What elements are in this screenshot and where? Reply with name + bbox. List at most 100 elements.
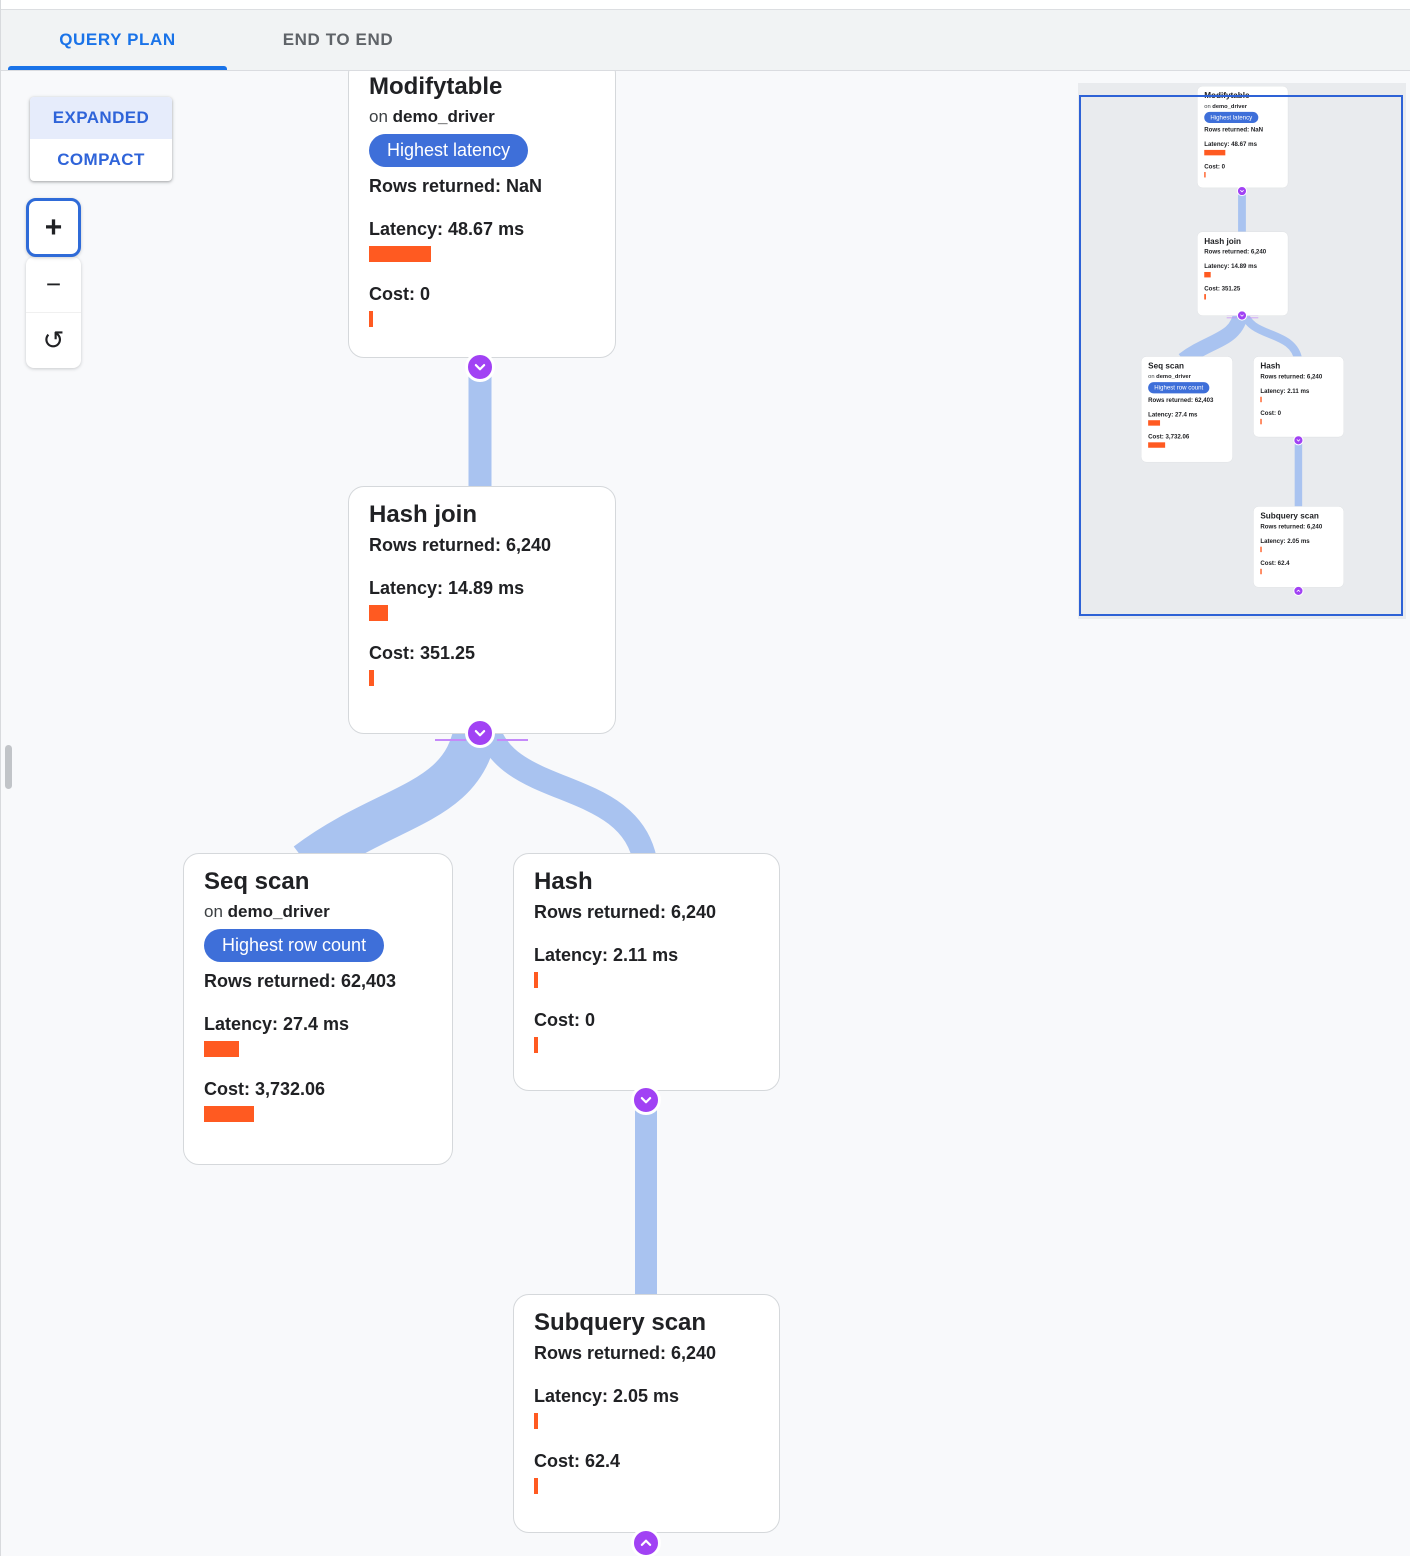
rows-returned: Rows returned: NaN — [369, 176, 543, 196]
node-title: Modifytable — [369, 73, 503, 100]
collapse-hash-button[interactable] — [1293, 435, 1304, 446]
cost-bar — [1260, 568, 1262, 575]
latency-bar — [1260, 396, 1262, 403]
plan-node-seq-scan[interactable]: Seq scan on demo_driver Highest row coun… — [183, 853, 453, 1165]
highest-row-count-badge: Highest row count — [1148, 382, 1210, 394]
cost-value: Cost: 0 — [369, 284, 431, 304]
cost-value: Cost: 351.25 — [369, 643, 476, 663]
left-border — [0, 0, 1, 1556]
latency-bar — [1204, 149, 1226, 156]
rows-returned: Rows returned: 6,240 — [369, 535, 552, 555]
tab-bar: QUERY PLAN END TO END — [0, 10, 1410, 71]
expand-subquery-scan-button[interactable] — [1293, 585, 1304, 596]
tab-query-plan[interactable]: QUERY PLAN — [59, 30, 176, 49]
node-table-line: on demo_driver — [1204, 103, 1281, 110]
cost-bar — [1260, 418, 1262, 425]
minimap[interactable]: Modifytable on demo_driver Highest laten… — [1078, 83, 1406, 619]
latency-value: Latency: 2.05 ms — [534, 1386, 680, 1406]
cost-bar — [534, 1037, 538, 1053]
plan-node-subquery-scan[interactable]: Subquery scan Rows returned: 6,240 Laten… — [1253, 506, 1344, 588]
highest-latency-badge: Highest latency — [1204, 111, 1259, 124]
chevron-down-icon — [1240, 190, 1244, 193]
tab-end-to-end[interactable]: END TO END — [282, 30, 394, 49]
plan-node-seq-scan[interactable]: Seq scan on demo_driver Highest row coun… — [1141, 356, 1233, 463]
rows-returned: Rows returned: 6,240 — [534, 902, 717, 922]
latency-value: Latency: 27.4 ms — [1148, 411, 1198, 418]
highest-row-count-badge: Highest row count — [204, 929, 385, 962]
chevron-down-icon — [474, 730, 486, 737]
edge-hashjoin-seqscan — [293, 718, 499, 882]
on-prefix: on — [204, 902, 223, 921]
table-name: demo_driver — [1212, 102, 1247, 110]
vertical-scrollbar-thumb[interactable] — [5, 745, 12, 789]
plan-edges — [293, 351, 658, 1303]
cost-bar — [204, 1106, 254, 1122]
node-title: Hash — [534, 868, 593, 895]
cost-bar — [1148, 442, 1166, 448]
minimap-content: Modifytable on demo_driver Highest laten… — [1141, 86, 1345, 600]
latency-bar — [534, 972, 538, 988]
rows-returned: Rows returned: 62,403 — [1148, 396, 1214, 404]
cost-value: Cost: 3,732.06 — [204, 1079, 326, 1099]
plan-canvas[interactable]: Modifytable on demo_driver Highest laten… — [0, 71, 1410, 1556]
zoom-in-button[interactable]: + — [26, 198, 81, 257]
reset-view-button[interactable]: ↺ — [26, 312, 81, 368]
expanded-button[interactable]: EXPANDED — [30, 97, 172, 139]
node-title: Subquery scan — [534, 1309, 707, 1336]
chevron-down-icon — [474, 364, 486, 371]
view-mode-toggle: EXPANDED COMPACT — [30, 97, 172, 181]
latency-value: Latency: 27.4 ms — [204, 1014, 350, 1034]
chevron-down-icon — [1296, 439, 1301, 442]
node-title: Seq scan — [204, 868, 310, 895]
latency-bar — [1260, 546, 1262, 553]
plan-node-hash-join[interactable]: Hash join Rows returned: 6,240 Latency: … — [1197, 231, 1289, 316]
plan-tree: Modifytable on demo_driver Highest laten… — [183, 71, 783, 1556]
active-tab-underline — [8, 66, 227, 70]
collapse-modifytable-button[interactable] — [1236, 185, 1248, 197]
rows-returned: Rows returned: NaN — [1204, 126, 1264, 133]
latency-bar — [534, 1413, 538, 1429]
plan-node-hash[interactable]: Hash Rows returned: 6,240 Latency: 2.11 … — [1253, 356, 1344, 438]
highest-latency-badge: Highest latency — [369, 134, 529, 167]
cost-bar — [1204, 294, 1206, 300]
latency-value: Latency: 14.89 ms — [1204, 262, 1257, 270]
table-name: demo_driver — [1156, 372, 1191, 380]
plan-node-hash[interactable]: Hash Rows returned: 6,240 Latency: 2.11 … — [513, 853, 780, 1091]
top-strip — [0, 0, 1410, 10]
plan-node-hash-join[interactable]: Hash join Rows returned: 6,240 Latency: … — [348, 486, 616, 734]
collapse-hash-join-button[interactable] — [465, 718, 495, 748]
plan-node-modifytable[interactable]: Modifytable on demo_driver Highest laten… — [348, 71, 616, 358]
latency-bar — [369, 605, 388, 621]
latency-bar — [1148, 420, 1161, 426]
plan-node-subquery-scan[interactable]: Subquery scan Rows returned: 6,240 Laten… — [513, 1294, 780, 1533]
latency-value: Latency: 48.67 ms — [1204, 140, 1257, 148]
node-title: Seq scan — [1148, 361, 1184, 371]
chevron-down-icon — [1240, 314, 1244, 317]
cost-bar — [1204, 172, 1206, 178]
node-table-line: on demo_driver — [204, 902, 432, 922]
latency-value: Latency: 2.05 ms — [1260, 537, 1310, 545]
collapse-hash-button[interactable] — [631, 1085, 661, 1115]
cost-bar — [534, 1478, 538, 1494]
cost-value: Cost: 62.4 — [1260, 559, 1290, 567]
latency-bar — [369, 246, 431, 262]
chevron-up-icon — [640, 1539, 652, 1546]
node-title: Hash join — [1204, 236, 1241, 246]
edge-hashjoin-hash — [1240, 310, 1303, 362]
collapse-modifytable-button[interactable] — [465, 352, 495, 382]
collapse-hash-join-button[interactable] — [1236, 310, 1248, 321]
table-name: demo_driver — [392, 107, 495, 126]
edge-hashjoin-hash — [474, 718, 658, 869]
cost-value: Cost: 62.4 — [534, 1451, 621, 1471]
node-table-line: on demo_driver — [1148, 373, 1226, 380]
compact-button[interactable]: COMPACT — [57, 150, 145, 169]
rows-returned: Rows returned: 6,240 — [1260, 522, 1323, 530]
on-prefix: on — [369, 107, 388, 126]
cost-value: Cost: 351.25 — [1204, 284, 1241, 292]
zoom-out-button[interactable]: − — [45, 269, 62, 299]
expand-subquery-scan-button[interactable] — [631, 1528, 661, 1556]
zoom-controls: − ↺ — [26, 257, 81, 368]
cost-value: Cost: 0 — [1204, 162, 1225, 170]
minimap-viewport[interactable] — [1079, 95, 1403, 616]
node-title: Hash — [1260, 361, 1281, 371]
